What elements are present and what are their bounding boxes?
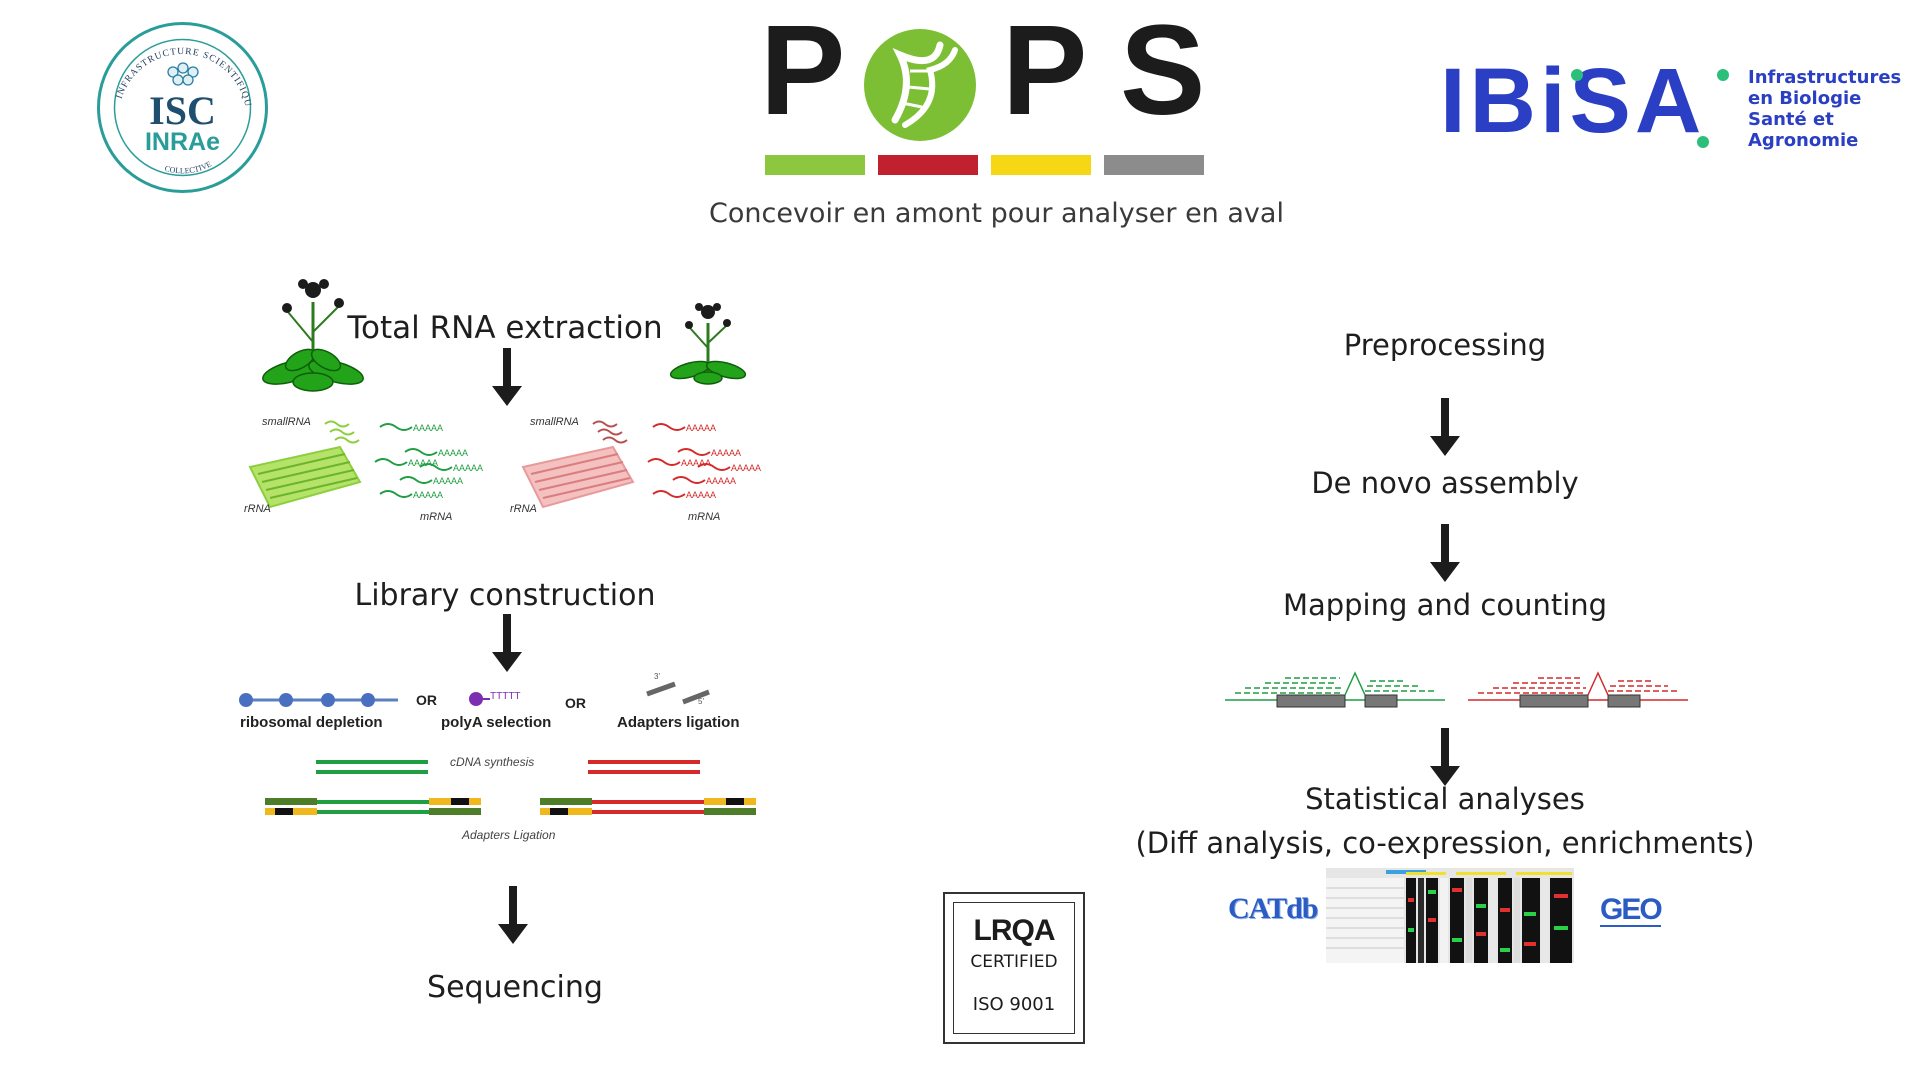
pops-letter-s: S	[1120, 0, 1206, 142]
polya-tail: AAAAA	[711, 448, 741, 458]
isc-line2: INRAe	[145, 128, 220, 156]
statistical-analyses-detail: (Diff analysis, co-expression, enrichmen…	[1135, 826, 1755, 860]
isc-line1: ISC	[149, 88, 216, 133]
adapters-ligation-icon	[646, 681, 710, 705]
pops-logo: P P S	[760, 7, 1220, 175]
ibisa-dots-icon	[1571, 69, 1729, 148]
pops-bar-grey	[1104, 155, 1204, 175]
svg-text:COLLECTIVE: COLLECTIVE	[164, 159, 213, 175]
ibisa-wordmark: IBiSA	[1440, 50, 1706, 152]
polya-tttt-label: TTTTT	[490, 691, 521, 702]
smallrna-label: smallRNA	[262, 416, 311, 428]
dna-leaf-icon	[864, 29, 976, 141]
rna-group-green: AAAAA AAAAA AAAAA AAAAA AAAAA AAAAA smal…	[244, 416, 483, 523]
mapping-counting-label: Mapping and counting	[1282, 588, 1608, 622]
pops-letter-p1: P	[760, 0, 846, 142]
ibisa-line-2: en Biologie	[1748, 88, 1862, 109]
small-plant-icon	[669, 303, 747, 385]
statistical-analyses-label: Statistical analyses	[1305, 782, 1585, 816]
polya-tail: AAAAA	[681, 458, 711, 468]
polya-tail: AAAAA	[413, 490, 443, 500]
pops-bar-red	[878, 155, 978, 175]
cdna-synthesis-label: cDNA synthesis	[450, 755, 535, 769]
mrna-label: mRNA	[420, 511, 452, 523]
rrna-label: rRNA	[244, 503, 271, 515]
mrna-label: mRNA	[688, 511, 720, 523]
ribosomal-depletion-icon	[239, 693, 398, 707]
polya-selection-icon	[469, 692, 490, 706]
rrna-label: rRNA	[510, 503, 537, 515]
cdna-strands	[316, 760, 700, 774]
arrow-down-icon	[492, 614, 522, 672]
pops-bar-green	[765, 155, 865, 175]
polya-tail: AAAAA	[686, 423, 716, 433]
pops-tagline: Concevoir en amont pour analyser en aval	[709, 198, 1284, 229]
read-mapping-green	[1225, 671, 1445, 708]
total-rna-label: Total RNA extraction	[347, 310, 663, 346]
ibisa-line-1: Infrastructures	[1748, 67, 1902, 88]
adapter-5prime-label: 5'	[698, 697, 704, 706]
de-novo-assembly-label: De novo assembly	[1311, 466, 1579, 500]
pops-letter-p2: P	[1002, 0, 1088, 142]
polya-tail: AAAAA	[433, 476, 463, 486]
arrow-down-icon	[498, 886, 528, 944]
preprocessing-label: Preprocessing	[1343, 328, 1547, 362]
polya-tail: AAAAA	[453, 463, 483, 473]
polya-tail: AAAAA	[686, 490, 716, 500]
rna-group-red: AAAAA AAAAA AAAAA AAAAA AAAAA AAAAA smal…	[510, 416, 761, 523]
lrqa-certified: CERTIFIED	[970, 952, 1058, 972]
expression-heatmap	[1326, 868, 1574, 963]
ribosomal-depletion-label: ribosomal depletion	[240, 714, 383, 731]
ibisa-logo: IBiSA Infrastructures en Biologie Santé …	[1440, 50, 1902, 165]
polya-tail: AAAAA	[408, 458, 438, 468]
lrqa-certification-badge: LRQA CERTIFIED ISO 9001	[943, 892, 1085, 1044]
polya-tail: AAAAA	[731, 463, 761, 473]
pops-bar-yellow	[991, 155, 1091, 175]
isc-bottom-arc: COLLECTIVE	[164, 159, 213, 175]
polya-selection-label: polyA selection	[441, 714, 552, 731]
ligated-fragments	[265, 798, 756, 815]
sequencing-label: Sequencing	[427, 970, 603, 1005]
arrow-down-icon	[1430, 524, 1460, 582]
geo-logo: GEO	[1600, 893, 1663, 927]
catdb-logo: CATdb	[1228, 892, 1318, 925]
plant-icon	[262, 279, 364, 392]
adapters-ligation-label: Adapters Ligation	[462, 828, 556, 842]
lrqa-brand: LRQA	[973, 914, 1056, 947]
or-label-1: OR	[416, 692, 437, 708]
smallrna-label: smallRNA	[530, 416, 579, 428]
polya-tail: AAAAA	[413, 423, 443, 433]
adapters-ligation-option-label: Adapters ligation	[617, 714, 740, 731]
adapter-3prime-label: 3'	[654, 672, 660, 681]
ibisa-line-4: Agronomie	[1748, 130, 1859, 151]
or-label-2: OR	[565, 695, 586, 711]
library-construction-label: Library construction	[354, 578, 656, 613]
polya-tail: AAAAA	[706, 476, 736, 486]
isc-inrae-logo: INFRASTRUCTURE SCIENTIFIQUE COLLECTIVE I…	[92, 13, 270, 195]
polya-tail: AAAAA	[438, 448, 468, 458]
arrow-down-icon	[1430, 398, 1460, 456]
arrow-down-icon	[492, 348, 522, 406]
ibisa-line-3: Santé et	[1748, 109, 1834, 130]
iso-9001: ISO 9001	[972, 994, 1056, 1015]
arrow-down-icon	[1430, 728, 1460, 786]
molecule-icon	[167, 62, 199, 86]
read-mapping-red	[1468, 671, 1688, 708]
